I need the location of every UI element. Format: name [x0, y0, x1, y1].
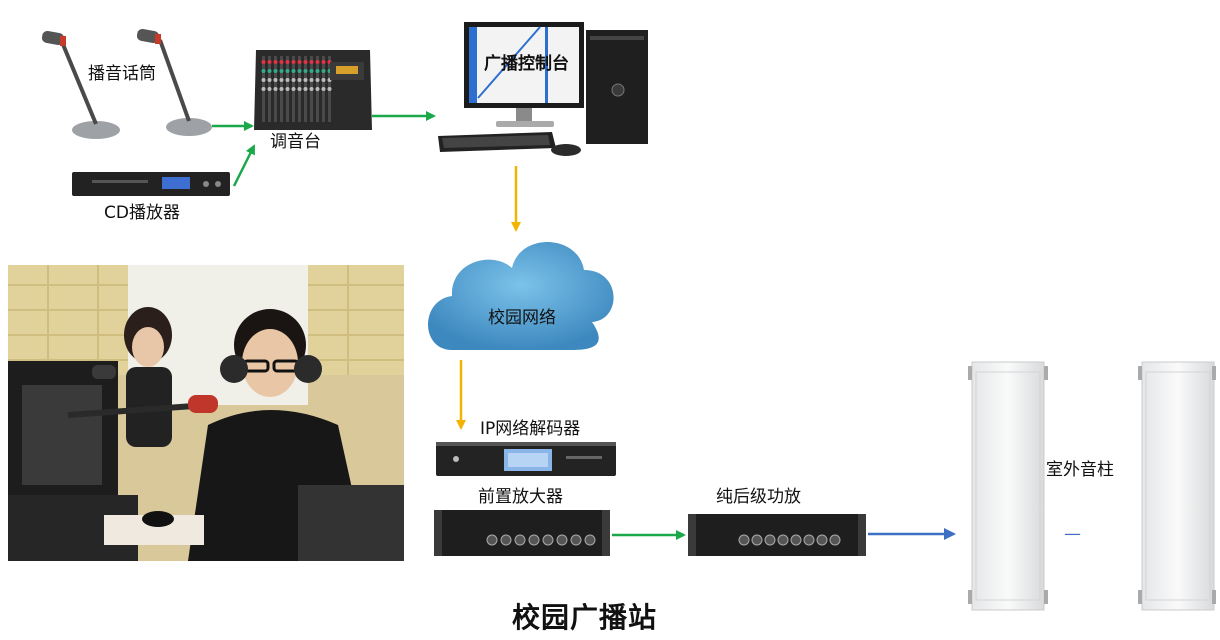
console-label: 广播控制台 [484, 54, 569, 74]
microphone-label: 播音话筒 [88, 64, 156, 84]
power-amplifier-icon [688, 514, 866, 556]
broadcast-console-computer-icon [438, 22, 648, 156]
network-label: 校园网络 [488, 308, 556, 328]
mixer-icon [254, 50, 372, 130]
cd-player-icon [72, 172, 230, 196]
decoder-label: IP网络解码器 [480, 419, 581, 439]
diagram-title: 校园广播站 [512, 601, 658, 634]
preamp-label: 前置放大器 [478, 487, 563, 507]
ip-decoder-icon [436, 442, 616, 476]
studio-broadcasters-photo [8, 265, 404, 561]
power-amp-label: 纯后级功放 [716, 487, 801, 507]
microphone-right-icon [136, 28, 212, 136]
speaker-dash-mark: — [1064, 524, 1081, 544]
mixer-label: 调音台 [270, 132, 321, 152]
arrow-cd-to-mixer [232, 144, 256, 187]
cd-player-label: CD播放器 [104, 203, 180, 223]
campus-network-cloud-icon [428, 241, 614, 350]
column-speaker-left-icon [968, 361, 1048, 611]
microphone-left-icon [41, 30, 120, 139]
column-speaker-label: 室外音柱 [1046, 460, 1114, 480]
column-speaker-right-icon [1138, 361, 1216, 611]
preamplifier-icon [434, 510, 610, 556]
